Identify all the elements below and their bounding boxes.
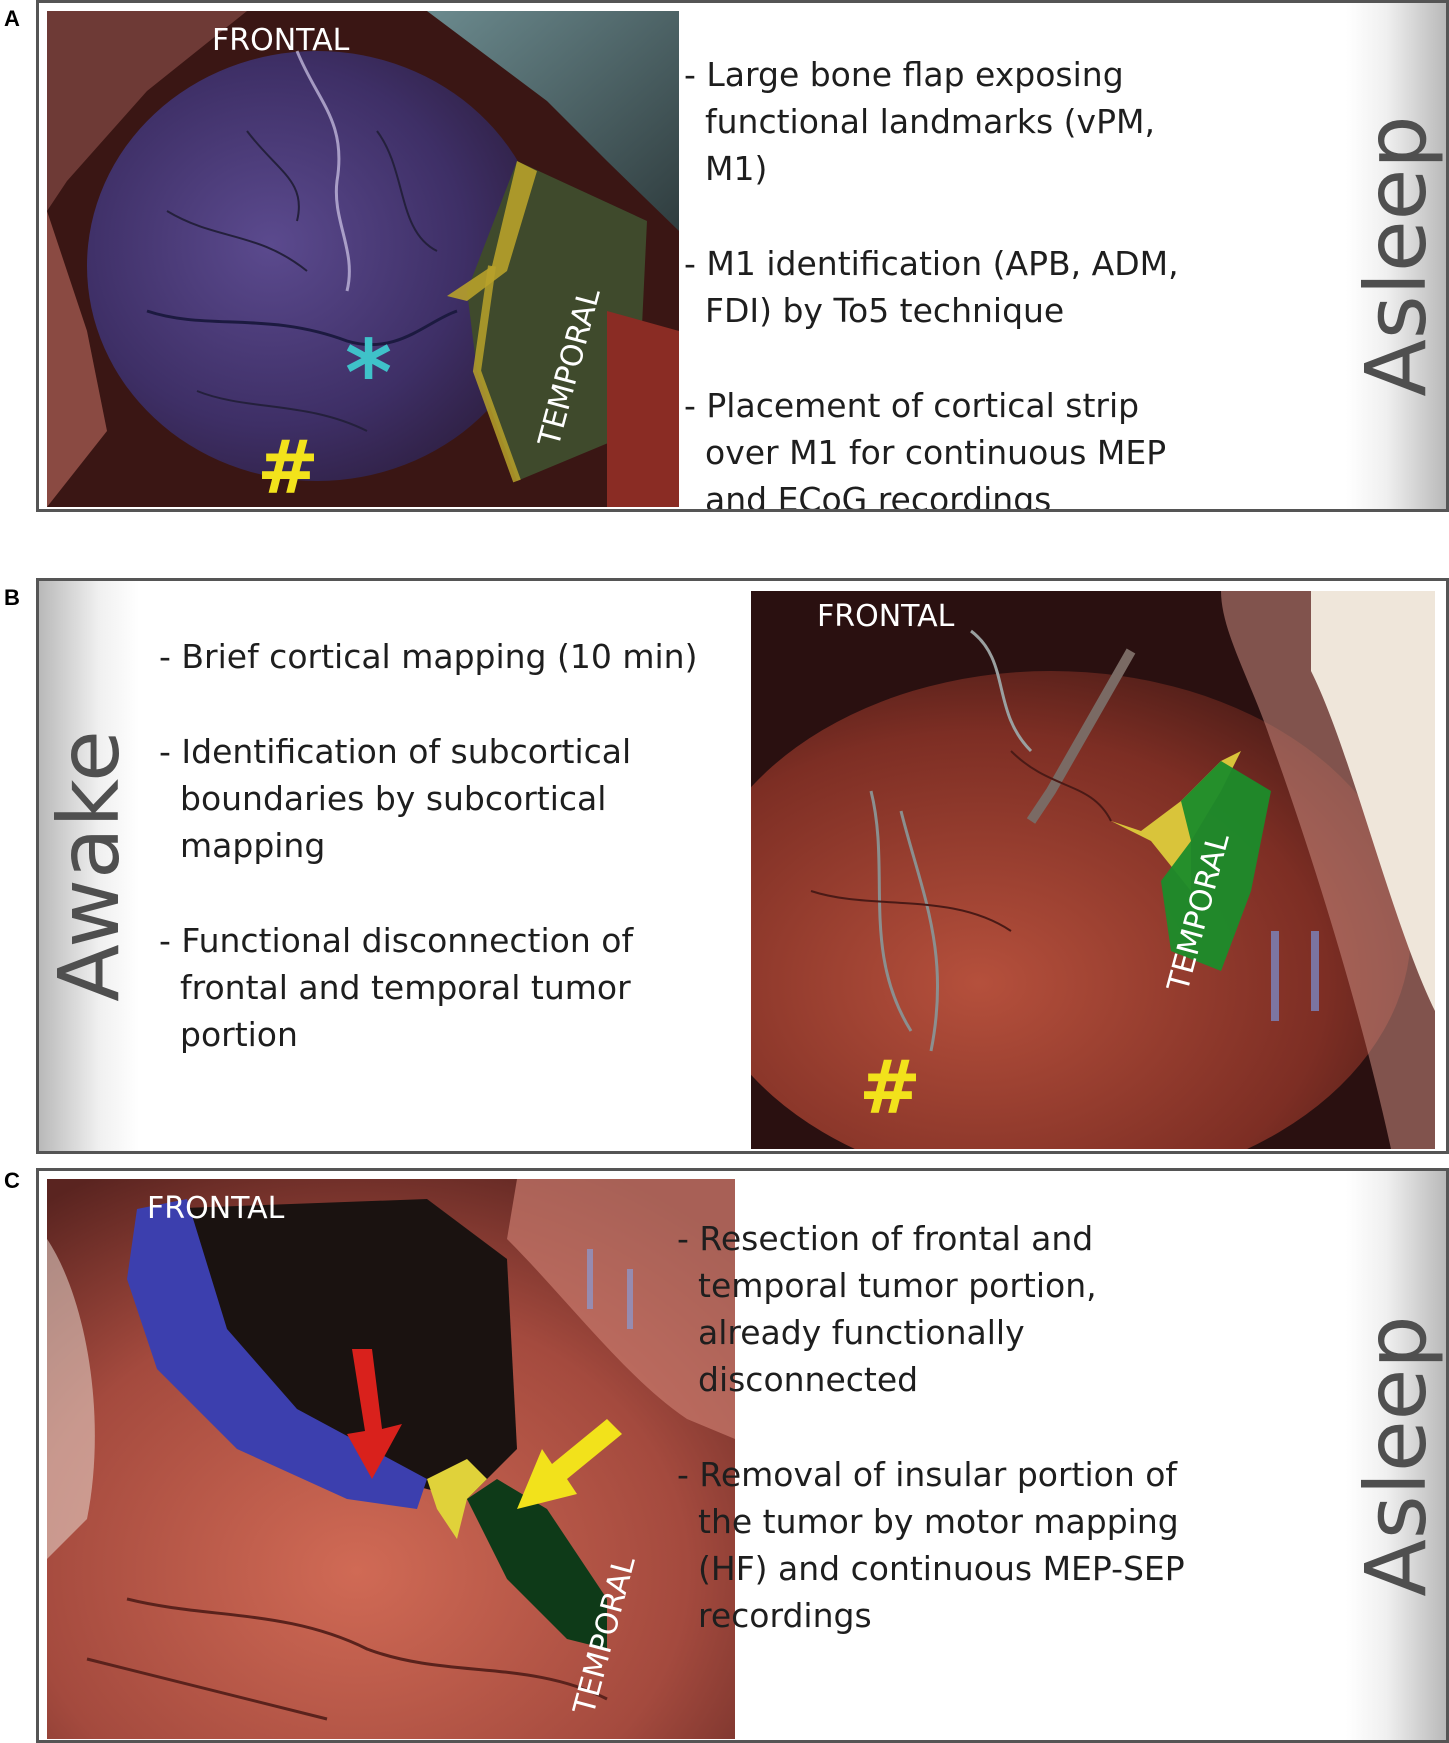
bullet: - Functional disconnection of frontal an… <box>159 921 634 1054</box>
panel-b-bullets: - Brief cortical mapping (10 min) - Iden… <box>159 633 699 1106</box>
frontal-label: FRONTAL <box>212 23 350 58</box>
bullet: - Resection of frontal and temporal tumo… <box>677 1219 1097 1399</box>
panel-c-state-bar: Asleep <box>1346 1171 1446 1740</box>
panel-letter-c: C <box>4 1168 20 1193</box>
hash-marker: # <box>859 1045 922 1131</box>
bullet: - Large bone flap exposing functional la… <box>684 55 1155 188</box>
panel-a-photo: FRONTAL TEMPORAL * # <box>47 11 679 507</box>
bullet: - Identification of subcortical boundari… <box>159 732 632 865</box>
m1-asterisk-marker: * <box>345 321 393 426</box>
state-label-asleep: Asleep <box>1347 115 1445 397</box>
panel-a-bullets: - Large bone flap exposing functional la… <box>684 51 1214 512</box>
hash-marker: # <box>257 425 320 507</box>
bullet: - M1 identification (APB, ADM, FDI) by T… <box>684 244 1179 330</box>
panel-a: FRONTAL TEMPORAL * # - Large bone flap e… <box>36 0 1449 512</box>
panel-letter-a: A <box>4 6 20 31</box>
bullet: - Removal of insular portion of the tumo… <box>677 1455 1185 1635</box>
state-label-awake: Awake <box>40 730 138 1002</box>
panel-letter-b: B <box>4 585 20 610</box>
panel-b-state-bar: Awake <box>39 581 139 1151</box>
bullet: - Placement of cortical strip over M1 fo… <box>684 386 1167 512</box>
panel-c: FRONTAL TEMPORAL - Resection of frontal … <box>36 1168 1449 1743</box>
panel-c-bullets: - Resection of frontal and temporal tumo… <box>677 1215 1207 1687</box>
panel-b: Awake - Brief cortical mapping (10 min) … <box>36 578 1449 1154</box>
bullet: - Brief cortical mapping (10 min) <box>159 637 698 676</box>
yellow-arrow <box>517 1419 622 1509</box>
panel-b-photo: FRONTAL TEMPORAL # <box>751 591 1435 1149</box>
state-label-asleep: Asleep <box>1347 1314 1445 1597</box>
red-arrow <box>347 1349 402 1479</box>
panel-c-photo: FRONTAL TEMPORAL <box>47 1179 735 1739</box>
panel-a-state-bar: Asleep <box>1346 3 1446 509</box>
frontal-label: FRONTAL <box>147 1191 285 1226</box>
frontal-label: FRONTAL <box>817 599 955 634</box>
